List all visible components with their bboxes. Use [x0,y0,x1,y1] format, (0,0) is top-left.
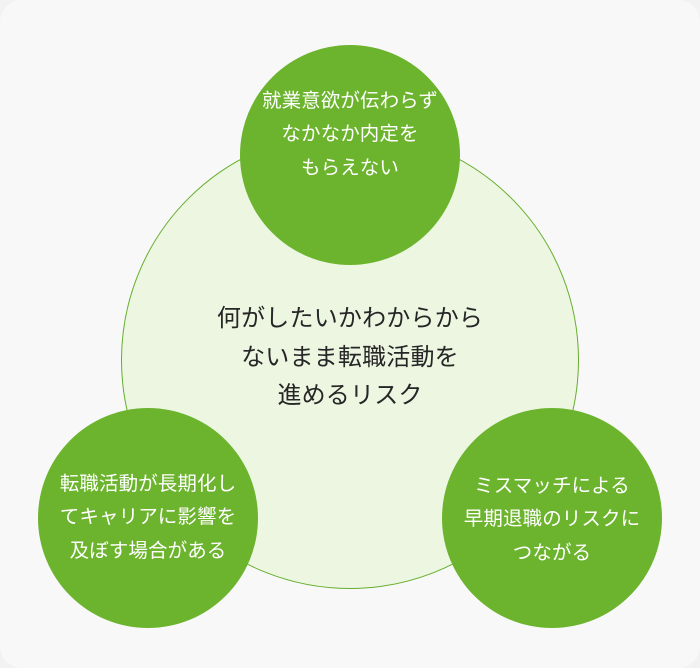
risk-node-top-label: 就業意欲が伝わらず なかなか内定を もらえない [262,85,438,186]
risk-node-bottom-right-label: ミスマッチによる 早期退職のリスクに つながる [464,470,640,571]
risk-node-bottom-right-line-2: 早期退職のリスクに [463,508,641,531]
risk-node-bottom-left-line-2: てキャリアに影響を [59,506,237,529]
risk-node-top-line-1: 就業意欲が伝わらず [261,89,438,112]
risk-node-bottom-left-line-1: 転職活動が長期化し [59,472,237,495]
risk-node-bottom-right: ミスマッチによる 早期退職のリスクに つながる [442,408,662,628]
risk-node-bottom-right-line-1: ミスマッチによる [474,474,630,497]
risk-node-bottom-left-label: 転職活動が長期化し てキャリアに影響を 及ぼす場合がある [60,468,236,569]
risk-node-top-line-3: もらえない [300,156,399,179]
risk-node-top-line-2: なかなか内定を [281,123,419,146]
risk-node-bottom-right-line-3: つながる [512,541,592,564]
risk-node-bottom-left-line-3: 及ぼす場合がある [69,539,227,562]
risk-node-top: 就業意欲が伝わらず なかなか内定を もらえない [240,45,460,265]
risk-node-bottom-left: 転職活動が長期化し てキャリアに影響を 及ぼす場合がある [38,408,258,628]
